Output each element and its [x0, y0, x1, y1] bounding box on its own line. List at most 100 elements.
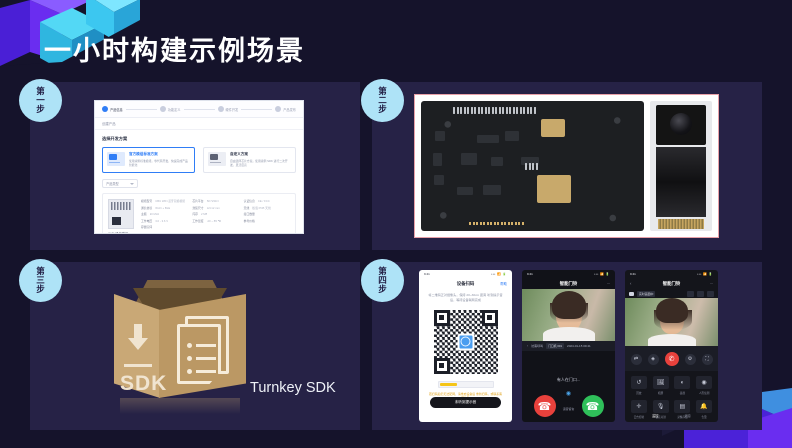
- hardware-photo-frame: [414, 94, 719, 238]
- camera-ribbon-cable: [658, 219, 704, 229]
- grid-button-album[interactable]: 🖼 相册: [652, 376, 670, 395]
- wizard-step-3-label: 硬件开发: [225, 107, 239, 112]
- mute-icon[interactable]: [697, 290, 704, 297]
- feature-grid: ↺ 回放 🖼 相册 ◐ 夜视 ◉ 人形侦测: [625, 371, 718, 419]
- grid-button-night[interactable]: ◐ 夜视: [674, 376, 692, 395]
- spec-key: 通信协议: [141, 205, 153, 210]
- grid-button-motion[interactable]: ◉ 人形侦测: [695, 376, 713, 395]
- wizard-step-4[interactable]: 产品发布: [275, 106, 296, 112]
- status-time: 9:41: [527, 272, 533, 276]
- alarm-icon: 🔔: [696, 400, 713, 413]
- wizard-step-3-dot: [217, 106, 224, 112]
- step-badge-four-line1: 第: [378, 266, 387, 277]
- screen-title: 智能门铃: [662, 280, 681, 286]
- panel-step-one: 产品信息 功能定义 硬件开发 产品发布 创建产品: [30, 82, 360, 250]
- document-list-icon: [177, 316, 231, 384]
- screen-title-bar: 设备扫码 帮助: [419, 278, 512, 289]
- record-icon: ▤: [674, 400, 691, 413]
- console-body: 选择开发方案 官方模组标准方案 使用涂鸦标准模组，零代码开发，快速完成产品智能化…: [95, 130, 303, 233]
- snapshot-icon[interactable]: ⛶: [701, 353, 713, 365]
- tab-messages[interactable]: 消息: [684, 414, 691, 418]
- wizard-connector-1: [125, 108, 157, 110]
- step-badge-two: 第 二 步: [361, 79, 404, 122]
- option-card-custom[interactable]: 自定义方案 自由选择芯片方案，使用涂鸦 SDK 进行二次开发，灵活度高: [203, 147, 296, 173]
- no-sound-button[interactable]: 未听到提示音: [430, 397, 501, 408]
- option-card-official-module[interactable]: 官方模组标准方案 使用涂鸦标准模组，零代码开发，快速完成产品智能化: [102, 147, 195, 173]
- accept-call-button[interactable]: ☎ 接听: [581, 395, 604, 422]
- wizard-step-3[interactable]: 硬件开发: [217, 106, 239, 112]
- more-options-icon[interactable]: ⋯: [606, 281, 610, 286]
- hangup-icon[interactable]: ✆: [664, 352, 679, 366]
- voice-message-button[interactable]: ◉ 语音留言: [522, 390, 615, 415]
- step-badge-four-line2: 四: [378, 275, 387, 286]
- phone-screen-qr-pairing: 9:41 ••• 📶 🔋 设备扫码 帮助 将二维码正对摄像头，保持 20~30c…: [419, 270, 512, 422]
- spec-key: 主频: [141, 212, 147, 216]
- spec-key: 模组型号: [141, 199, 153, 203]
- spec-key: 芯片平台: [192, 199, 204, 203]
- qr-finder-top-left: [433, 309, 450, 326]
- call-event-label: 访客呼叫: [531, 344, 544, 348]
- product-type-select[interactable]: 产品类型: [102, 179, 138, 188]
- custom-thumbnail-icon: [208, 152, 226, 166]
- call-action-buttons: ☎ 挂断 ☎ 接听: [522, 395, 615, 422]
- wizard-step-1[interactable]: 产品信息: [102, 106, 123, 112]
- grid-button-ptz[interactable]: ✛ 云台控制: [630, 400, 648, 419]
- spec-key: 工作温度: [192, 218, 204, 223]
- status-icons: ••• 📶 🔋: [594, 272, 610, 276]
- spec-key: 存储空间: [141, 225, 153, 229]
- wizard-step-2[interactable]: 功能定义: [159, 106, 181, 112]
- section-title: 选择开发方案: [102, 136, 128, 141]
- call-timestamp: 2024-01-15 09:41: [567, 344, 591, 348]
- qr-code-image: [433, 309, 498, 374]
- motion-icon: ◉: [696, 376, 713, 389]
- live-video-feed[interactable]: [625, 298, 718, 346]
- wizard-step-4-label: 产品发布: [283, 107, 296, 112]
- stream-status-tag: 实时画面中: [637, 290, 656, 297]
- switch-camera-icon[interactable]: ⇄: [630, 353, 642, 365]
- decline-call-button[interactable]: ☎ 挂断: [533, 395, 556, 422]
- volume-icon[interactable]: ◈: [647, 353, 659, 365]
- development-board-image: [421, 101, 644, 231]
- quality-icon[interactable]: [687, 290, 694, 297]
- grid-label: 相册: [658, 392, 664, 395]
- step-badge-one-line2: 一: [36, 95, 45, 106]
- more-options-icon[interactable]: ⋯: [709, 281, 713, 286]
- step-badge-two-line1: 第: [378, 86, 387, 97]
- stream-quality-controls[interactable]: [687, 290, 714, 297]
- grid-button-alarm[interactable]: 🔔 告警: [695, 400, 713, 419]
- caller-shoulders: [542, 327, 595, 341]
- document-front-sheet: [177, 324, 221, 384]
- spec-value: 12×12 mm: [206, 205, 220, 210]
- module-thumbnail-icon: [107, 152, 125, 166]
- ptz-icon: ✛: [630, 400, 647, 413]
- back-icon[interactable]: ‹: [630, 281, 632, 286]
- screen-title: 设备扫码: [456, 280, 475, 286]
- help-link[interactable]: 帮助: [500, 282, 507, 286]
- grid-button-replay[interactable]: ↺ 回放: [630, 376, 648, 395]
- settings-icon[interactable]: ⚙: [684, 353, 696, 365]
- panel-step-two: [372, 82, 762, 250]
- development-option-list: 官方模组标准方案 使用涂鸦标准模组，零代码开发，快速完成产品智能化 自定义方案 …: [102, 147, 296, 173]
- grid-label: 告警: [701, 416, 707, 419]
- option-description: 使用涂鸦标准模组，零代码开发，快速完成产品智能化: [129, 159, 188, 168]
- fullscreen-icon[interactable]: [707, 290, 714, 297]
- spec-key: 工作电压: [141, 218, 153, 223]
- night-icon: ◐: [674, 376, 691, 389]
- grid-button-record[interactable]: ▤ 录像存储: [674, 400, 692, 419]
- box-reflection: [120, 398, 240, 414]
- page-title: 一小时构建示例场景: [44, 36, 305, 66]
- box-sdk-text: SDK: [120, 372, 168, 395]
- phone-hangup-icon: ☎: [533, 395, 556, 417]
- caller-video-preview: [522, 289, 615, 341]
- phone-answer-icon: ☎: [581, 395, 604, 417]
- spec-value: CE / FCC: [257, 199, 270, 203]
- panel-step-four: 9:41 ••• 📶 🔋 设备扫码 帮助 将二维码正对摄像头，保持 20~30c…: [372, 262, 762, 430]
- web-console-screenshot: 产品信息 功能定义 硬件开发 产品发布 创建产品: [94, 100, 304, 234]
- spec-value: 3.0 - 3.6 V: [155, 218, 169, 223]
- tab-monitor[interactable]: 监控: [652, 414, 659, 418]
- spec-value: 板载 PCB 天线: [252, 205, 271, 210]
- grid-button-mic[interactable]: 🎙 语音对讲: [652, 400, 670, 419]
- recording-indicator-icon: [629, 291, 634, 296]
